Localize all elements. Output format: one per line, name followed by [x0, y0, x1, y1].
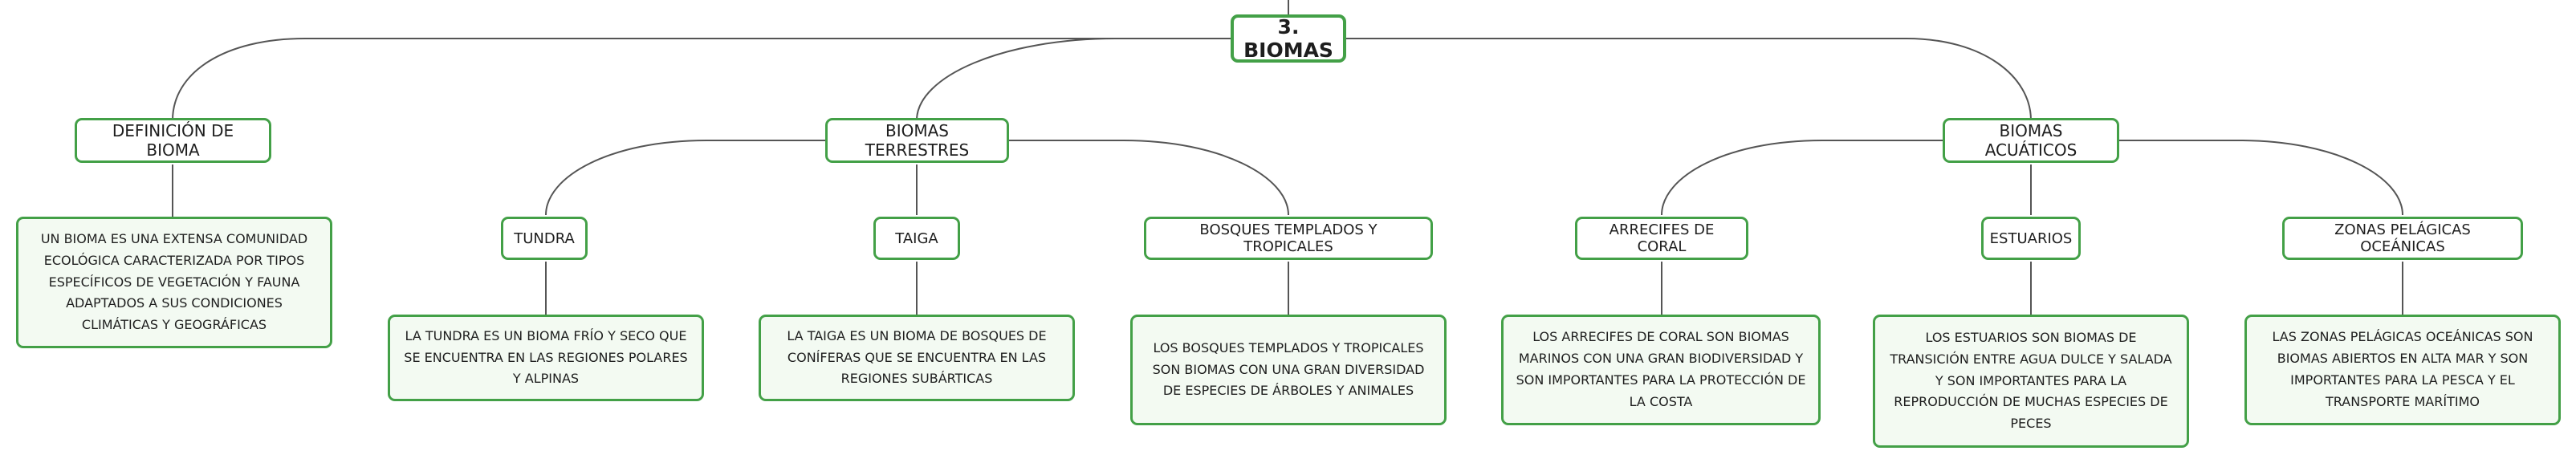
connector-terrestres-bosques: [1007, 140, 1289, 216]
node-arrecifes[interactable]: ARRECIFES DE CORAL: [1575, 217, 1748, 260]
leaf-taiga-text: LA TAIGA ES UN BIOMA DE BOSQUES DE CONÍF…: [787, 327, 1047, 387]
leaf-estuarios[interactable]: LOS ESTUARIOS SON BIOMAS DE TRANSICIÓN E…: [1873, 315, 2189, 448]
leaf-pelagicas[interactable]: LAS ZONAS PELÁGICAS OCEÁNICAS SON BIOMAS…: [2244, 315, 2561, 425]
node-tundra-title: TUNDRA: [514, 229, 575, 247]
node-tundra[interactable]: TUNDRA: [501, 217, 588, 260]
node-bosques[interactable]: BOSQUES TEMPLADOS Y TROPICALES: [1144, 217, 1433, 260]
connector-terrestres-tundra: [545, 140, 827, 216]
node-taiga[interactable]: TAIGA: [873, 217, 960, 260]
node-bosques-title: BOSQUES TEMPLADOS Y TROPICALES: [1199, 221, 1378, 255]
leaf-bosques-text: LOS BOSQUES TEMPLADOS Y TROPICALES SON B…: [1152, 339, 1425, 399]
root-node[interactable]: 3. BIOMAS: [1231, 14, 1346, 63]
node-acuaticos-title: BIOMAS ACUÁTICOS: [1984, 121, 2077, 160]
leaf-bosques[interactable]: LOS BOSQUES TEMPLADOS Y TROPICALES SON B…: [1130, 315, 1447, 425]
node-taiga-title: TAIGA: [895, 229, 938, 247]
root-title: 3. BIOMAS: [1243, 15, 1333, 62]
leaf-definicion[interactable]: UN BIOMA ES UNA EXTENSA COMUNIDAD ECOLÓG…: [16, 217, 332, 348]
leaf-arrecifes-text: LOS ARRECIFES DE CORAL SON BIOMAS MARINO…: [1516, 329, 1806, 409]
node-definicion-de-bioma[interactable]: DEFINICIÓN DE BIOMA: [75, 118, 271, 163]
node-zonas-pelagicas[interactable]: ZONAS PELÁGICAS OCEÁNICAS: [2282, 217, 2523, 260]
leaf-tundra[interactable]: LA TUNDRA ES UN BIOMA FRÍO Y SECO QUE SE…: [388, 315, 704, 401]
connector-root-terrestres: [916, 38, 1233, 121]
leaf-tundra-text: LA TUNDRA ES UN BIOMA FRÍO Y SECO QUE SE…: [404, 327, 688, 387]
node-terrestres-title: BIOMAS TERRESTRES: [865, 121, 970, 160]
node-arrecifes-title: ARRECIFES DE CORAL: [1609, 221, 1715, 255]
connector-acuaticos-pelagicas: [2118, 140, 2403, 216]
node-pelagicas-title: ZONAS PELÁGICAS OCEÁNICAS: [2334, 221, 2471, 255]
leaf-estuarios-text: LOS ESTUARIOS SON BIOMAS DE TRANSICIÓN E…: [1890, 329, 2172, 432]
connector-root-acuaticos: [1344, 38, 2032, 121]
node-biomas-acuaticos[interactable]: BIOMAS ACUÁTICOS: [1943, 118, 2119, 163]
leaf-taiga[interactable]: LA TAIGA ES UN BIOMA DE BOSQUES DE CONÍF…: [759, 315, 1075, 401]
leaf-arrecifes[interactable]: LOS ARRECIFES DE CORAL SON BIOMAS MARINO…: [1501, 315, 1821, 425]
node-estuarios[interactable]: ESTUARIOS: [1981, 217, 2081, 260]
node-biomas-terrestres[interactable]: BIOMAS TERRESTRES: [825, 118, 1009, 163]
node-estuarios-title: ESTUARIOS: [1989, 229, 2073, 247]
leaf-pelagicas-text: LAS ZONAS PELÁGICAS OCEÁNICAS SON BIOMAS…: [2272, 329, 2533, 409]
connector-root-definicion: [172, 38, 1233, 121]
leaf-definicion-text: UN BIOMA ES UNA EXTENSA COMUNIDAD ECOLÓG…: [40, 230, 308, 333]
node-definicion-title: DEFINICIÓN DE BIOMA: [112, 121, 234, 160]
connector-acuaticos-arrecifes: [1661, 140, 1944, 216]
